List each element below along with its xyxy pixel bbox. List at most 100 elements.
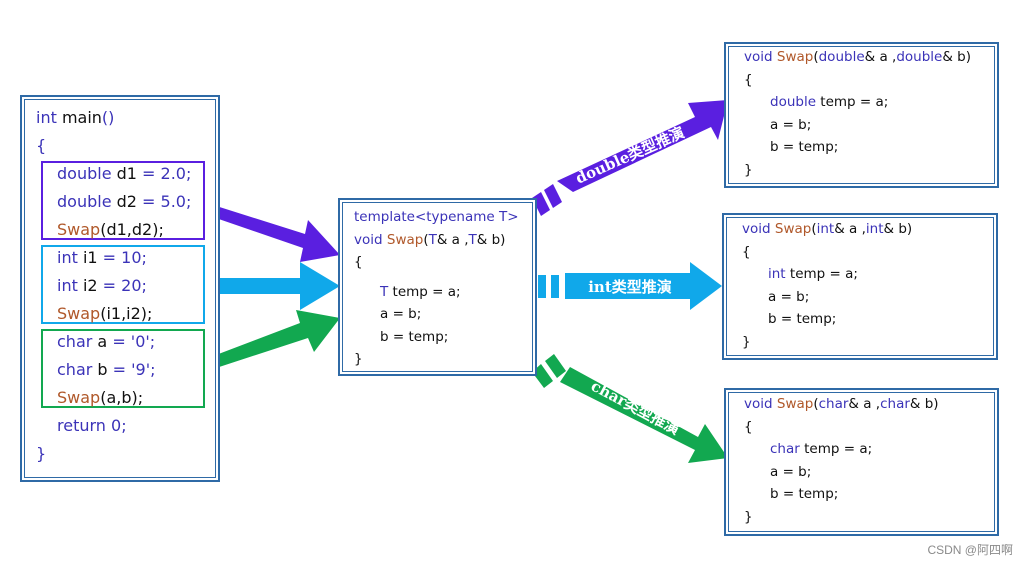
code-token: = 20; [102, 276, 147, 295]
code-line: } [742, 331, 912, 354]
code-line: double d1 = 2.0; [36, 160, 191, 188]
int-code-box [722, 213, 998, 360]
template-code: template<typename T>void Swap(T& a ,T& b… [354, 206, 519, 371]
code-token: & b) [942, 49, 971, 65]
code-token: i2 [77, 276, 103, 295]
code-token: int [768, 266, 786, 282]
code-token: main [56, 108, 102, 127]
code-token: double [57, 164, 112, 183]
int-output-arrow [538, 262, 722, 310]
char-group-outline [41, 329, 205, 408]
code-token: char [770, 441, 800, 457]
main-code: int main(){double d1 = 2.0;double d2 = 5… [36, 104, 191, 468]
code-token: { [354, 254, 363, 270]
code-token: typename [426, 209, 495, 225]
code-token: ( [811, 221, 817, 237]
code-token: & b) [909, 396, 939, 412]
watermark: CSDN @阿四啊 [927, 543, 1013, 557]
code-token: Swap [57, 220, 101, 239]
code-line: b = temp; [354, 326, 519, 349]
code-token: Swap [776, 49, 814, 65]
code-token: Swap [774, 221, 812, 237]
char-output-arrow [532, 354, 728, 463]
int-group-outline [41, 245, 205, 324]
code-line: } [354, 348, 519, 371]
code-token: char [57, 360, 93, 379]
code-token: return [57, 416, 106, 435]
code-line: } [744, 506, 939, 529]
code-token: T [380, 283, 389, 300]
code-token: b = temp; [380, 328, 449, 345]
code-token: & a , [848, 396, 881, 412]
code-token: = '0'; [112, 332, 156, 351]
code-token: void [354, 231, 383, 248]
code-line: { [744, 69, 971, 92]
code-token: } [744, 161, 753, 178]
code-token: temp = a; [785, 266, 858, 282]
code-line: Swap(i1,i2); [36, 300, 191, 328]
code-token: char [818, 396, 849, 412]
code-token: template< [354, 209, 427, 225]
code-line: b = temp; [744, 483, 939, 506]
code-token: b = temp; [770, 486, 839, 502]
code-token: Swap [57, 304, 101, 323]
code-token: } [742, 333, 751, 350]
double-code-box [724, 42, 999, 188]
code-token: T [428, 231, 437, 248]
code-token: = 5.0; [142, 192, 192, 211]
code-token: & b) [476, 231, 506, 248]
code-token: a = b; [768, 288, 810, 305]
code-token: void [744, 49, 773, 65]
code-token: a = b; [770, 463, 812, 480]
code-token: i1 [77, 248, 103, 267]
double-code: void Swap(double& a ,double& b){double t… [744, 46, 971, 181]
code-token: (d1,d2); [100, 220, 164, 239]
code-line: a = b; [744, 461, 939, 484]
int-label: int类型推演 [588, 278, 672, 296]
code-token: int [36, 108, 57, 127]
code-token: b = temp; [768, 311, 837, 327]
code-token: b = temp; [770, 139, 839, 155]
code-line: { [742, 241, 912, 264]
code-token: Swap [776, 396, 814, 412]
code-token: = 10; [102, 248, 147, 267]
code-line: Swap(a,b); [36, 384, 191, 412]
code-token: double [770, 94, 817, 110]
code-token: (a,b); [100, 388, 144, 407]
code-token: double [896, 49, 943, 65]
code-line: b = temp; [742, 308, 912, 331]
code-line: T temp = a; [354, 281, 519, 304]
code-token: a = b; [380, 306, 422, 322]
code-line: return 0; [36, 412, 191, 440]
char-code: void Swap(char& a ,char& b){char temp = … [744, 393, 939, 528]
code-line: Swap(d1,d2); [36, 216, 191, 244]
code-token: int [57, 276, 78, 295]
code-token: char [57, 332, 93, 351]
code-token: void [744, 396, 773, 412]
code-token: char [880, 396, 910, 412]
code-token: ( [813, 49, 819, 65]
code-token: ( [423, 231, 429, 248]
code-token: b [92, 360, 113, 379]
code-line: template<typename T> [354, 206, 519, 229]
char-code-box [724, 388, 999, 536]
code-token: void [742, 221, 771, 237]
code-line: char temp = a; [744, 438, 939, 461]
code-line: b = temp; [744, 136, 971, 159]
code-token: & a , [864, 49, 897, 65]
code-token: double [818, 49, 865, 65]
cyan-input-arrow [206, 262, 340, 310]
code-token: T> [494, 209, 519, 225]
code-token: T [468, 231, 477, 248]
code-line: { [354, 251, 519, 274]
code-token: int [57, 248, 78, 267]
code-line: a = b; [744, 114, 971, 137]
code-token: ( [813, 396, 819, 412]
code-token: temp = a; [799, 441, 873, 457]
code-token: & a , [834, 221, 866, 237]
code-token: { [742, 243, 751, 260]
code-token: } [354, 351, 363, 367]
code-token: () [101, 108, 115, 127]
purple-input-arrow [210, 204, 340, 262]
